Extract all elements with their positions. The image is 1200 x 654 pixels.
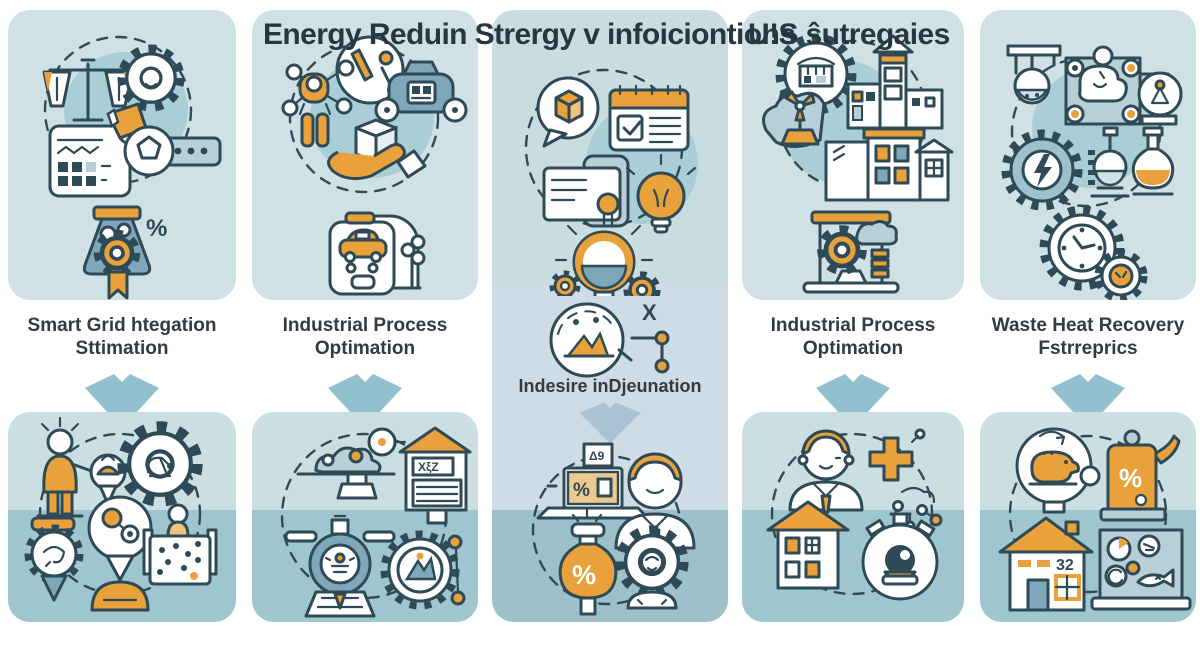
percent-jug-icon: % bbox=[1099, 429, 1181, 522]
card-waste-heat-bottom: % 32 bbox=[980, 412, 1196, 622]
certificate-icon bbox=[542, 154, 630, 228]
indesire-bottom-icons: Δ9 % % bbox=[531, 442, 696, 616]
hand-box-icon bbox=[327, 118, 427, 181]
smart-grid-bottom-icons bbox=[24, 416, 218, 612]
flasks-icon bbox=[1088, 126, 1175, 198]
gear-storefront-icon bbox=[775, 33, 857, 115]
card-indesire: X Indesire inDjeunation Δ9 % bbox=[492, 10, 728, 622]
waste-heat-top-icons bbox=[1001, 44, 1183, 300]
percent-flask-icon: % bbox=[558, 508, 618, 616]
waste-heat-bottom-icons: % 32 bbox=[998, 427, 1192, 612]
house-icon bbox=[824, 127, 954, 202]
ev-charging-station-icon bbox=[328, 211, 426, 296]
factory-garage-icon: XξZ bbox=[398, 426, 472, 525]
person-icon bbox=[788, 429, 864, 514]
machine-icon bbox=[1064, 45, 1183, 126]
card-smart-grid-bottom bbox=[8, 412, 236, 622]
presentation-gear-icon bbox=[802, 210, 900, 294]
lab-stand-flask-icon bbox=[1006, 44, 1062, 105]
hat-pin-icon bbox=[89, 453, 127, 506]
axis-x-icon: X bbox=[630, 300, 670, 374]
flask-gear-percent-icon: % bbox=[82, 205, 167, 300]
lightbulb-icon bbox=[625, 153, 697, 234]
card-industrial-1-bottom: XξZ bbox=[252, 412, 478, 622]
column-label-industrial-2: Industrial Process Optimation bbox=[770, 315, 936, 360]
medical-cross-icon bbox=[868, 428, 926, 482]
badge-ellipsis-icon bbox=[123, 125, 222, 177]
money-bag-icon bbox=[374, 60, 468, 123]
column-label-waste-heat: Waste Heat Recovery Fstrreprics bbox=[991, 315, 1185, 360]
industrial-2-bottom-icons bbox=[766, 428, 943, 601]
wind-turbine-icon bbox=[762, 90, 826, 148]
piggy-bank-icon bbox=[1015, 427, 1101, 514]
card-industrial-2-top bbox=[742, 10, 964, 300]
down-arrow-icon bbox=[579, 402, 641, 444]
robot-arm-gear-icon bbox=[124, 428, 197, 501]
down-arrow-icon bbox=[328, 374, 402, 428]
percent-laptop-icon: Δ9 % bbox=[536, 442, 650, 520]
press-gauge-icon bbox=[284, 514, 396, 618]
aquarium-panel-icon bbox=[1090, 528, 1192, 611]
svg-text:X: X bbox=[642, 300, 657, 325]
molecule-person-icon bbox=[281, 59, 355, 148]
column-label-indesire: Indesire inDjeunation bbox=[518, 376, 702, 396]
house-32-icon: 32 bbox=[998, 516, 1094, 612]
magnifier-mountain-icon bbox=[549, 302, 633, 378]
svg-text:%: % bbox=[572, 560, 596, 590]
smart-grid-top-icons: % bbox=[42, 35, 222, 300]
person-pin-icon bbox=[87, 495, 153, 612]
card-smart-grid-top: % bbox=[8, 10, 236, 300]
tower-building-icon bbox=[846, 34, 944, 130]
main-title: Energy Reduin Strergy v infoiciontions bbox=[263, 18, 796, 51]
stopwatch-camera-icon bbox=[861, 512, 939, 601]
gear-person-icon bbox=[621, 531, 683, 610]
cube-speech-bubble-icon bbox=[536, 76, 600, 148]
column-label-smart-grid: Smart Grid htegation Sttimation bbox=[27, 315, 217, 360]
secondary-title: U!S ŝutregaies bbox=[748, 18, 950, 51]
industrial-1-bottom-icons: XξZ bbox=[280, 426, 472, 618]
calendar-check-icon bbox=[608, 84, 690, 152]
down-arrow-icon bbox=[85, 374, 159, 428]
industrial-2-top-icons bbox=[762, 33, 954, 294]
svg-text:%: % bbox=[146, 215, 167, 242]
down-arrow-icon bbox=[816, 374, 890, 428]
house-icon bbox=[766, 500, 850, 590]
bulb-gears-icon bbox=[553, 212, 656, 296]
indesire-top-icons bbox=[524, 68, 698, 296]
card-waste-heat-top bbox=[980, 10, 1196, 300]
card-industrial-1-top bbox=[252, 10, 478, 300]
svg-text:32: 32 bbox=[1056, 557, 1074, 574]
gear-clock-icon bbox=[1039, 205, 1148, 300]
lightning-gear-icon bbox=[1001, 129, 1083, 211]
industrial-1-top-icons bbox=[281, 35, 468, 296]
down-arrow-icon bbox=[1051, 374, 1125, 428]
card-industrial-2-bottom bbox=[742, 412, 964, 622]
svg-text:Δ9: Δ9 bbox=[589, 449, 605, 463]
gear-icon bbox=[122, 49, 179, 106]
column-label-industrial-1: Industrial Process Optimation bbox=[282, 315, 448, 360]
svg-text:%: % bbox=[1119, 463, 1142, 493]
award-ribbon-icon bbox=[24, 516, 84, 602]
dot-board-icon bbox=[142, 503, 218, 586]
indesire-mid-icons: X bbox=[549, 300, 670, 378]
person-idea-icon bbox=[36, 416, 102, 518]
cloud-machine-icon bbox=[296, 427, 407, 500]
svg-text:%: % bbox=[573, 480, 590, 501]
mountain-watch-icon bbox=[380, 530, 466, 610]
svg-text:XξZ: XξZ bbox=[418, 460, 439, 474]
